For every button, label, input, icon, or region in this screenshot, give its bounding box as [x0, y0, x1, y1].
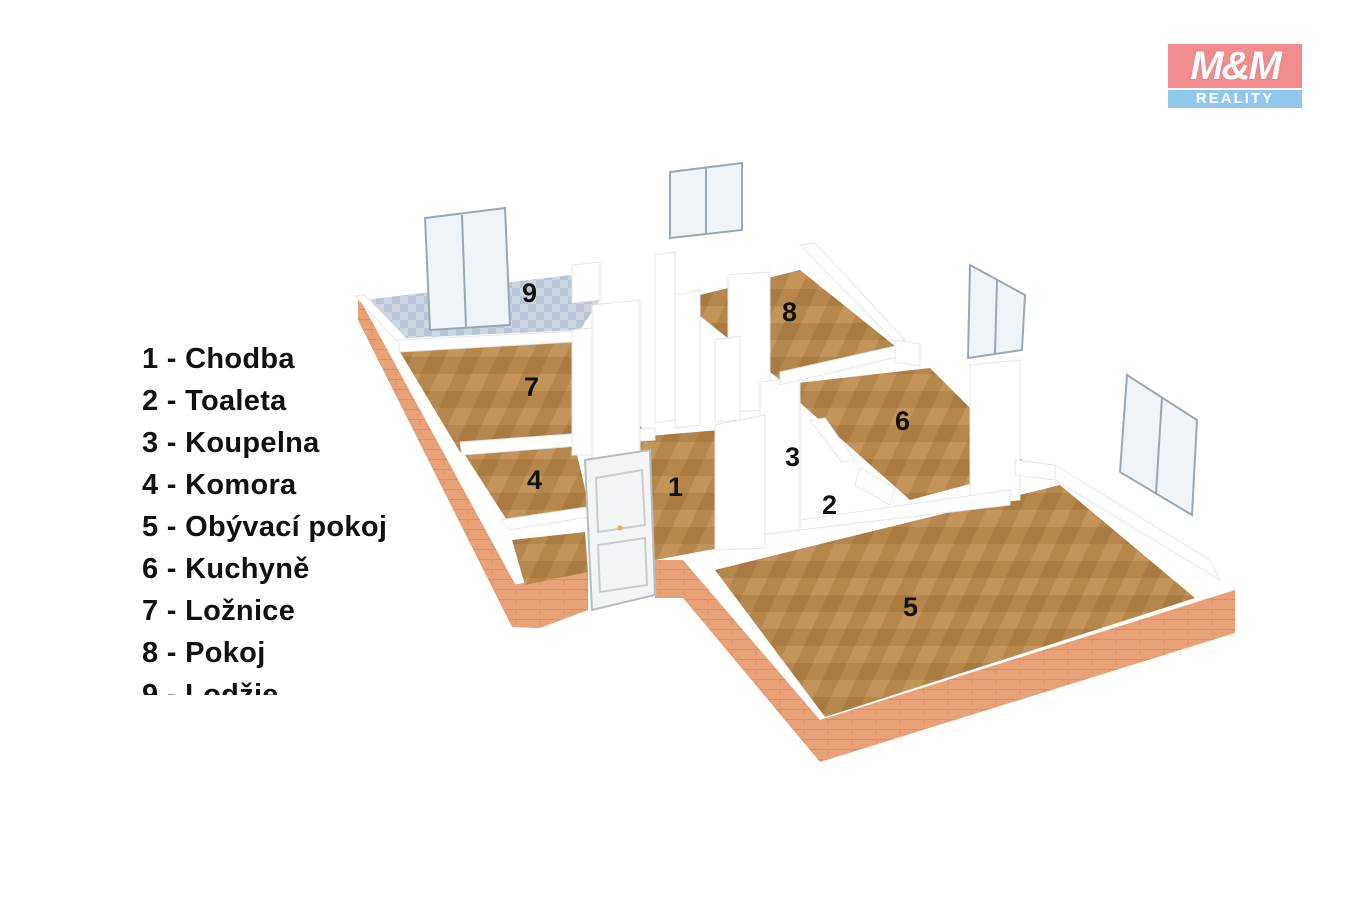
room-label-9: 9: [522, 278, 537, 308]
room-label-2: 2: [822, 490, 837, 520]
legend-item: 9 - Lodžie: [142, 679, 279, 695]
legend-item: 4 - Komora: [142, 469, 297, 501]
legend-item: 5 - Obývací pokoj: [142, 511, 388, 543]
outer-walls: [358, 296, 1235, 762]
room-6-floor: [780, 368, 1030, 500]
room-label-7: 7: [524, 372, 539, 402]
legend-item: 3 - Koupelna: [142, 427, 320, 459]
windows: [423, 161, 1199, 517]
legend-item: 7 - Ložnice: [142, 595, 296, 627]
entrance-door: [583, 448, 657, 612]
logo-subtitle: REALITY: [1168, 90, 1302, 108]
room-komora-floor: [512, 532, 588, 585]
room-label-1: 1: [668, 472, 683, 502]
room-label-6: 6: [895, 406, 910, 436]
room-labels: 1 2 3 4 5 6 7 8 9: [522, 278, 918, 622]
legend-item: 8 - Pokoj: [142, 637, 266, 669]
window-loggia: [423, 206, 512, 332]
room-5-floor: [715, 485, 1195, 717]
room-label-5: 5: [903, 592, 918, 622]
room-4-floor: [465, 446, 590, 525]
interior-walls: [353, 242, 1222, 582]
room-legend: 1 - Chodba 2 - Toaleta 3 - Koupelna 4 - …: [142, 338, 442, 695]
room-label-8: 8: [782, 297, 797, 327]
legend-item: 2 - Toaleta: [142, 385, 287, 417]
legend-item: 1 - Chodba: [142, 343, 295, 375]
logo-wordmark: M&M: [1168, 44, 1302, 88]
room-label-3: 3: [785, 442, 800, 472]
room-label-4: 4: [527, 465, 542, 495]
company-logo: M&M REALITY: [1168, 44, 1302, 108]
legend-item: 6 - Kuchyně: [142, 553, 310, 585]
